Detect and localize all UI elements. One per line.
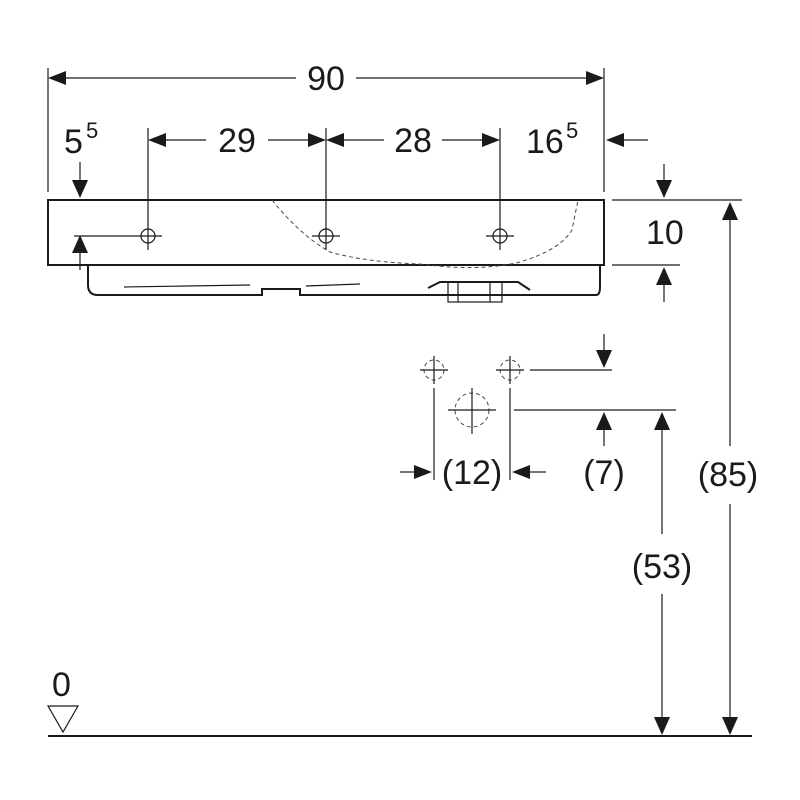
spacing-1-label: 29 xyxy=(218,122,256,160)
level-marker-icon xyxy=(46,705,80,734)
dimension-rim-height: (85) xyxy=(680,199,758,735)
tap-hole-right-icon xyxy=(486,222,514,250)
dimension-drain-offset: (7) xyxy=(583,334,625,492)
drain-outlet-icon xyxy=(448,388,676,434)
floor-level-label: 0 xyxy=(52,666,71,704)
floor-reference: 0 xyxy=(46,666,752,737)
right-offset-superscript: 5 xyxy=(566,118,578,143)
drain-spacing-label: (12) xyxy=(442,454,502,492)
dimension-spacing-2: 28 xyxy=(326,122,501,222)
spacing-2-label: 28 xyxy=(394,122,432,160)
left-offset-superscript: 5 xyxy=(86,118,98,143)
tap-hole-center-icon xyxy=(312,222,340,250)
dimension-left-offset: 5 5 xyxy=(64,118,134,270)
dimension-drain-height: (53) xyxy=(632,412,692,735)
rim-height-label: (85) xyxy=(698,456,758,494)
total-width-label: 90 xyxy=(307,60,345,98)
dimension-right-offset: 16 5 xyxy=(526,118,648,161)
drain-height-label: (53) xyxy=(632,548,692,586)
supply-right-icon xyxy=(496,356,612,384)
right-offset-label: 16 xyxy=(526,123,564,161)
basin-height-label: 10 xyxy=(646,214,684,252)
left-offset-label: 5 xyxy=(64,123,83,161)
dimension-drain-spacing: (12) xyxy=(400,388,546,492)
bowl-hidden-contour xyxy=(271,199,579,269)
supply-left-icon xyxy=(420,356,448,384)
dimension-total-width: 90 xyxy=(47,60,605,192)
drain-offset-label: (7) xyxy=(583,454,625,492)
dimension-spacing-1: 29 xyxy=(147,122,327,222)
dimension-basin-height: 10 xyxy=(612,164,684,302)
tap-hole-left-icon xyxy=(134,222,162,250)
